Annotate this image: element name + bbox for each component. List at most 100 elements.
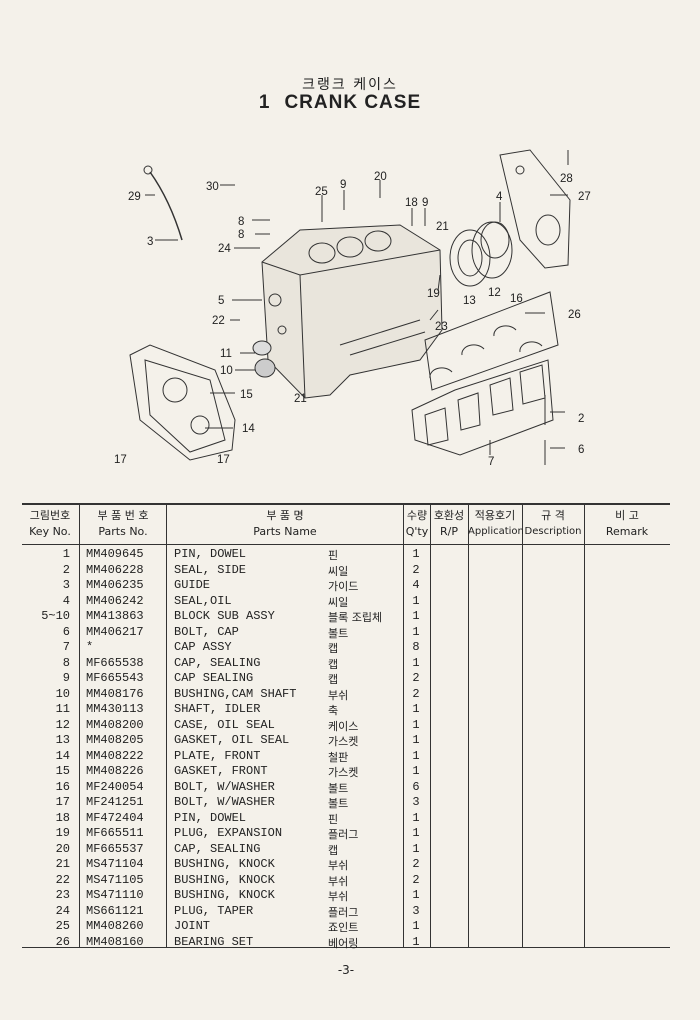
header-qty-ko: 수량 [406,509,428,522]
row-part-name-ko: 캡 [328,642,339,655]
callout-label: 30 [206,181,219,193]
callout-label: 26 [568,309,581,321]
row-part-name-ko: 씨일 [328,595,349,609]
row-key: 16 [55,779,70,794]
row-key: 6 [62,624,70,639]
row-part-name-ko: 가이드 [328,580,359,593]
row-qty: 1 [412,717,420,732]
row-key: 15 [55,764,70,778]
callout-label: 21 [294,393,307,405]
callout-label: 12 [488,287,501,299]
callout-label: 19 [427,288,440,300]
row-part-no: * [86,640,94,654]
row-key: 23 [55,888,70,902]
row-part-no: MM408160 [86,934,144,949]
callout-label: 28 [560,173,573,185]
callout-label: 24 [218,243,231,255]
row-qty: 6 [412,779,420,794]
callout-label: 5 [218,295,224,307]
row-part-name-ko: 부쉬 [328,874,349,888]
page-number: -3- [337,963,355,977]
header-name-en: Parts Name [253,525,317,538]
header-app-ko: 적용호기 [474,509,516,522]
row-part-name-ko: 축 [328,704,339,717]
row-part-name-ko: 핀 [328,812,339,826]
row-key: 5~10 [41,609,70,623]
page-title-korean: 크랭크 케이스 [302,77,398,93]
table-bottom-rule [22,947,670,948]
row-part-no: MM430113 [86,702,144,716]
row-key: 21 [55,857,70,871]
callout-label: 18 [405,197,418,209]
row-key: 20 [55,841,70,856]
front-gasket [129,344,236,461]
row-part-name: PIN, DOWEL [174,547,247,561]
row-part-name: BOLT, W/WASHER [174,779,275,794]
row-part-name: CAP ASSY [174,640,232,654]
callout-label: 9 [422,197,428,209]
row-qty: 1 [412,609,420,623]
row-part-name-ko: 죠인트 [328,921,359,934]
callout-label: 23 [435,321,448,333]
cap-assy-frame [411,359,554,456]
column-divider [522,503,523,947]
callout-label: 17 [114,454,127,466]
row-part-no: MM406242 [86,593,144,608]
callout-label: 27 [578,191,591,203]
row-qty: 2 [412,857,420,871]
row-qty: 2 [412,872,420,887]
row-key: 25 [55,919,70,933]
callout-label: 4 [496,191,503,203]
callout-label: 17 [217,454,230,466]
row-key: 19 [55,826,70,840]
row-part-name-ko: 부쉬 [328,688,349,702]
header-key-ko: 그림번호 [29,509,71,522]
row-qty: 1 [412,826,420,840]
header-app-en: Application [468,526,524,537]
callout-label: 10 [220,365,233,377]
row-part-no: MM408205 [86,733,144,747]
row-key: 8 [62,655,70,670]
row-part-no: MM406228 [86,562,144,577]
row-part-name-ko: 가스켓 [328,766,359,779]
row-key: 26 [55,934,70,949]
row-part-no: MF240054 [86,779,144,794]
row-part-name: BUSHING, KNOCK [174,888,275,902]
row-qty: 1 [412,919,420,933]
callout-label: 8 [238,229,244,241]
header-rp-en: R/P [440,525,458,538]
row-part-name: SEAL, SIDE [174,562,247,577]
row-part-name-ko: 씨일 [328,564,349,578]
rear-plate [499,149,571,269]
row-key: 11 [55,702,70,716]
header-rp-ko: 호환성 [433,509,465,522]
header-key-en: Key No. [29,525,71,538]
column-divider [403,503,404,947]
row-qty: 1 [412,702,420,716]
row-part-name: CAP, SEALING [174,841,261,856]
header-remark-en: Remark [605,525,649,538]
row-part-name-ko: 플러그 [328,828,359,841]
row-part-name-ko: 베어링 [328,936,359,950]
section-number: 1 [258,92,271,113]
row-key: 12 [55,717,70,732]
row-part-no: MS661121 [86,903,144,918]
callout-label: 6 [578,444,584,456]
row-key: 17 [55,795,70,809]
row-part-name-ko: 캡 [328,843,339,857]
row-part-name-ko: 캡 [328,657,339,671]
row-part-no: MM408260 [86,919,144,933]
row-part-name: CASE, OIL SEAL [174,717,275,732]
row-part-no: MS471110 [86,888,144,902]
row-key: 3 [62,578,70,592]
callout-label: 25 [315,186,328,198]
header-part-en: Parts No. [98,525,148,538]
